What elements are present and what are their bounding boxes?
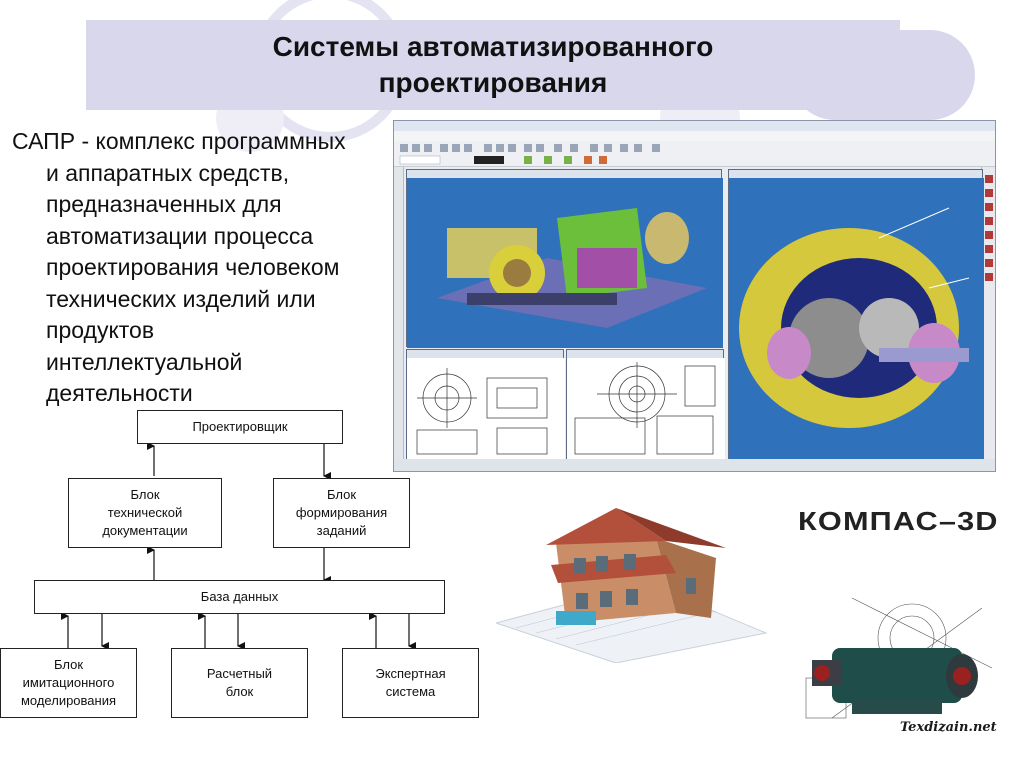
expert-label: Экспертная (375, 666, 446, 681)
house-3d-illustration (496, 508, 768, 663)
definition-line: САПР - комплекс программных (12, 128, 346, 154)
cad-drawing-view-1 (406, 349, 565, 462)
machinery-illustration (805, 597, 993, 719)
kompas-3d-logo: КОМПАС–3D (798, 506, 999, 536)
database-label: База данных (200, 589, 279, 604)
cad-toolbar (394, 141, 995, 167)
task-block-label: формирования (295, 505, 388, 520)
simulation-label: Блок (53, 657, 84, 672)
tech-docs-label: документации (102, 523, 188, 538)
simulation-label: имитационного (22, 675, 115, 690)
tech-docs-label: Блок (130, 487, 160, 502)
tech-docs-box: Блок технической документации (68, 478, 222, 548)
cad-screenshot (393, 120, 996, 472)
slide-title: Системы автоматизированного проектирован… (86, 20, 900, 110)
designer-label: Проектировщик (192, 419, 288, 434)
calc-box: Расчетный блок (171, 648, 308, 718)
task-block-label: заданий (316, 523, 367, 538)
calc-label: Расчетный (206, 666, 273, 681)
expert-box: Экспертная система (342, 648, 479, 718)
title-line-1: Системы автоматизированного (272, 31, 714, 62)
designer-box: Проектировщик (137, 410, 343, 444)
cad-window-titlebar (394, 121, 995, 131)
cad-left-panel (394, 167, 404, 461)
database-box: База данных (34, 580, 445, 614)
definition-line: предназначенных для (46, 191, 282, 217)
definition-line: и аппаратных средств, (46, 159, 290, 186)
definition-line: интеллектуальной (46, 348, 243, 375)
definition-line: продуктов (46, 317, 155, 343)
task-block-box: Блок формирования заданий (273, 478, 410, 548)
cad-menu-bar (394, 131, 995, 141)
definition-text: САПР - комплекс программных и аппаратных… (12, 126, 392, 410)
tech-docs-label: технической (107, 505, 183, 520)
simulation-label: моделирования (20, 693, 117, 708)
definition-line: деятельности (46, 380, 193, 406)
simulation-box: Блок имитационного моделирования (0, 648, 137, 718)
title-line-2: проектирования (378, 67, 608, 98)
cad-drawing-view-2 (566, 349, 725, 462)
definition-line: проектирования человеком (46, 254, 340, 280)
cad-3d-view-assembly (406, 169, 723, 348)
texdizain-watermark: Texdizain.net (900, 720, 997, 735)
expert-label: система (385, 684, 436, 699)
cad-status-bar (394, 459, 995, 471)
cad-right-toolbar (981, 167, 995, 461)
task-block-label: Блок (326, 487, 357, 502)
definition-line: автоматизации процесса (46, 222, 314, 249)
definition-line: технических изделий или (46, 285, 316, 312)
cad-3d-view-gearbox (728, 169, 984, 462)
calc-label: блок (225, 684, 254, 699)
